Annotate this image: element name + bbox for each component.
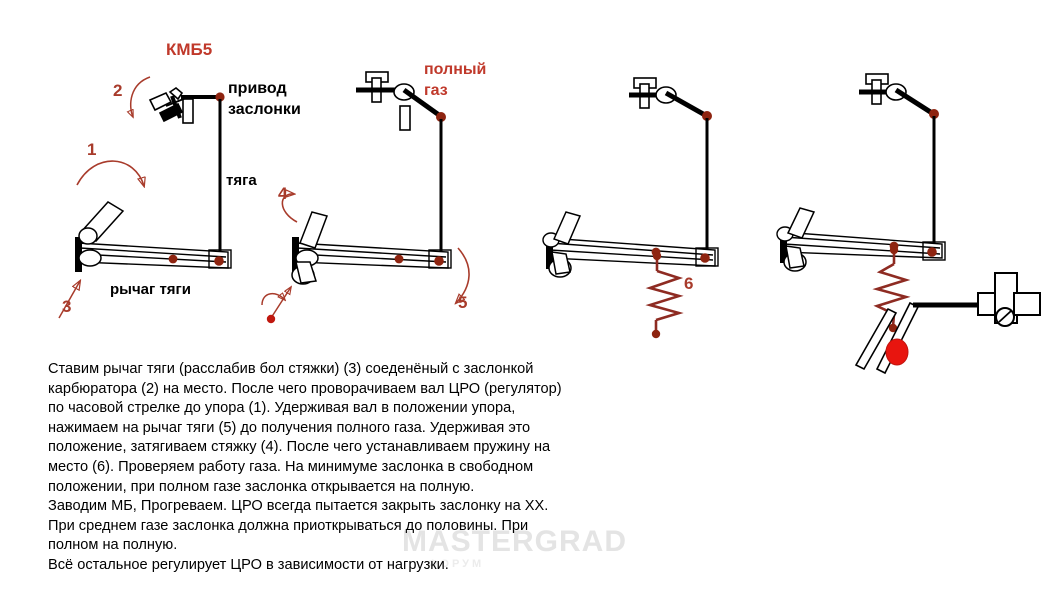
label-rod: тяга [226, 172, 257, 189]
cylinder-4 [783, 207, 816, 272]
cylinder-3 [548, 211, 582, 278]
pivot-dot-drive-2 [436, 112, 446, 122]
callout-label-1: 1 [87, 140, 97, 159]
diagram-stage-4 [776, 73, 1041, 375]
cylinder-2 [291, 211, 328, 285]
drive-link-4 [894, 87, 934, 116]
callout-arrow-3 [58, 281, 80, 319]
callout-arrow-2 [131, 76, 151, 117]
callout-arrow-lever-up [270, 287, 291, 319]
callout-label-5: 5 [458, 293, 468, 312]
pivot-dot-mid-1 [168, 254, 178, 264]
lever-arm-3 [547, 237, 719, 267]
pivot-dot-lever-2 [266, 314, 276, 324]
label-full-gas-line2: газ [424, 82, 448, 99]
pivot-dot-end-4 [927, 247, 937, 257]
diagram-stage-3 [542, 77, 719, 339]
lever-arm-2 [294, 242, 452, 269]
pivot-dot-mid-2 [394, 254, 404, 264]
label-kmb5: КМБ5 [166, 40, 213, 59]
pivot-dot-end-2 [434, 256, 444, 266]
drive-link-2 [402, 87, 441, 118]
diagonal-bar-4 [854, 301, 920, 375]
callout-label-3: 3 [62, 297, 72, 316]
callout-label-6: 6 [684, 274, 694, 293]
callout-arrow-lever-rotate [261, 294, 285, 306]
callout-arrow-5 [456, 247, 470, 303]
spring-bottom-dot-3 [651, 329, 661, 339]
label-drive-line2: заслонки [228, 101, 301, 118]
throttle-bracket-2 [356, 71, 415, 131]
pivot-dot-end-3 [700, 253, 710, 263]
throttle-bracket-4 [859, 73, 907, 105]
lever-arm-4 [781, 231, 946, 261]
diagram-stage-1 [58, 76, 232, 319]
pivot-dot-drive-4 [929, 109, 939, 119]
callout-arrow-4 [281, 194, 298, 223]
label-lever: рычаг тяги [110, 281, 192, 298]
label-full-gas-line1: полный [424, 61, 487, 78]
pivot-dot-end-1 [214, 256, 224, 266]
lever-pivot-1 [75, 237, 102, 272]
spring-top-dot-3 [652, 251, 662, 261]
cylinder-1 [78, 201, 125, 245]
callout-label-2: 2 [113, 81, 123, 100]
pivot-dot-drive-1 [215, 92, 225, 102]
red-bushing-4 [885, 338, 909, 366]
spring-bottom-dot-4 [888, 323, 898, 333]
spring-3 [645, 256, 684, 333]
pivot-dot-drive-3 [702, 111, 712, 121]
drive-link-3 [664, 90, 707, 118]
spring-top-dot-4 [889, 245, 899, 255]
label-drive-line1: привод [228, 80, 287, 97]
callout-label-4: 4 [278, 184, 288, 203]
instruction-text: Ставим рычаг тяги (расслабив бол стяжки)… [48, 361, 562, 573]
cro-actuator-4 [977, 272, 1041, 327]
lever-arm-1 [77, 242, 232, 269]
throttle-drive-assembly-1 [148, 87, 194, 124]
callout-arrow-1 [76, 160, 144, 186]
diagram-stage-2 [261, 71, 470, 324]
